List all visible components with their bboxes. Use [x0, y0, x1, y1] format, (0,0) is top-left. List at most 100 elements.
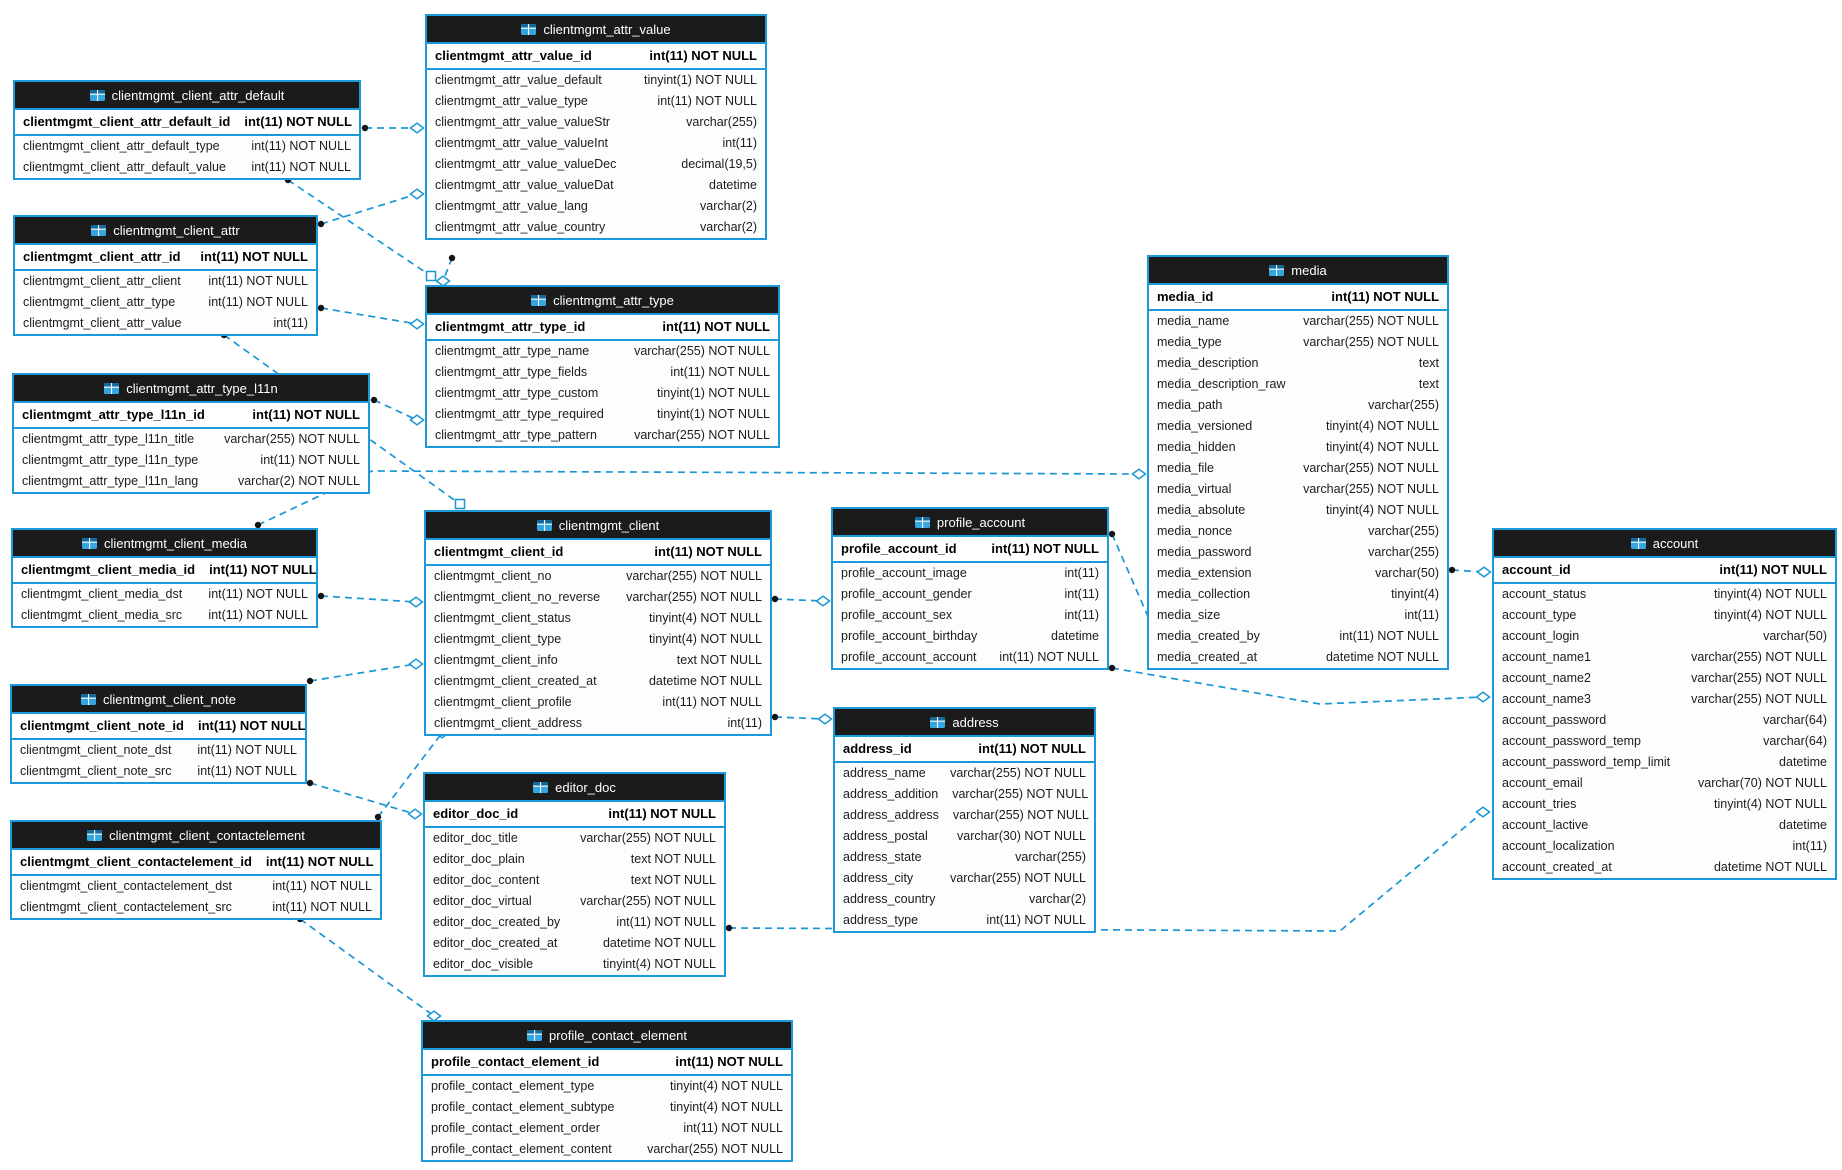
relationship-line-clientmgmt_client_note-to-editor_doc[interactable] — [309, 782, 416, 815]
table-header[interactable]: account — [1494, 530, 1835, 558]
relationship-line-clientmgmt_client_contactelement-to-clientmgmt_client[interactable] — [377, 732, 443, 818]
table-header[interactable]: clientmgmt_client_media — [13, 530, 316, 558]
relationship-line-clientmgmt_client_contactelement-to-profile_contact_element[interactable] — [299, 918, 435, 1017]
table-header[interactable]: clientmgmt_client — [426, 512, 770, 540]
table-header[interactable]: clientmgmt_attr_type — [427, 287, 778, 315]
table-header[interactable]: clientmgmt_client_contactelement — [12, 822, 380, 850]
relationship-line-clientmgmt_client_media-to-media[interactable] — [257, 470, 1140, 526]
relationship-line-clientmgmt_client_attr-to-clientmgmt_attr_type[interactable] — [320, 307, 418, 325]
relationship-line-clientmgmt_client_attr_default-to-clientmgmt_attr_type[interactable] — [287, 179, 432, 277]
table-header[interactable]: address — [835, 709, 1094, 737]
table-header[interactable]: clientmgmt_client_attr_default — [15, 82, 359, 110]
relationship-line-clientmgmt_client_attr-to-clientmgmt_attr_value[interactable] — [320, 193, 418, 225]
relationship-line-profile_account-to-account[interactable] — [1111, 667, 1484, 705]
table-header[interactable]: editor_doc — [425, 774, 724, 802]
relationship-line-clientmgmt_attr_value-to-clientmgmt_attr_type[interactable] — [442, 257, 453, 282]
table-header[interactable]: clientmgmt_client_attr — [15, 217, 316, 245]
relationship-line-editor_doc-to-account[interactable] — [728, 811, 1484, 932]
table-header[interactable]: media — [1149, 257, 1447, 285]
relationship-line-clientmgmt_client-to-profile_account[interactable] — [774, 598, 824, 602]
relationship-line-clientmgmt_client_media-to-clientmgmt_client[interactable] — [320, 595, 417, 603]
